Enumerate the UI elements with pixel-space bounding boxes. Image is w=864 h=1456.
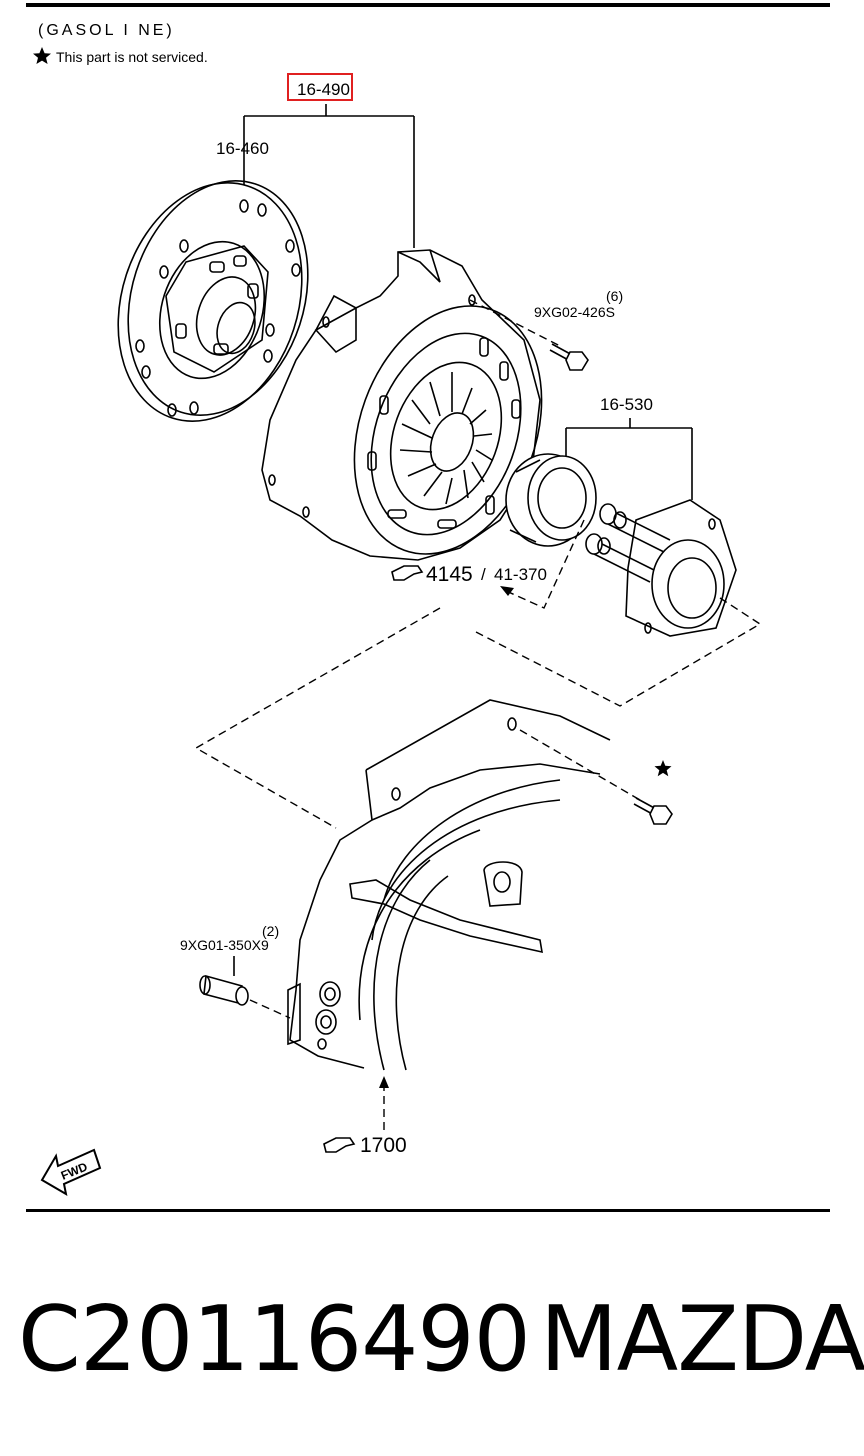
pointing-hand-icon: [391, 565, 424, 581]
pressure-plate: [261, 249, 543, 561]
ref-arrow: [500, 586, 514, 596]
bottom-rule: [26, 1209, 830, 1212]
release-guide: [585, 499, 737, 637]
section-label: (GASOL I NE): [38, 22, 175, 39]
clutch-housing: [287, 699, 611, 1071]
dowel-guide: [249, 999, 291, 1019]
housing-ref-arrow: [379, 1076, 389, 1088]
bolt-guide-line: [469, 299, 561, 347]
leader-16-490: [243, 104, 415, 248]
dowel-pin: [199, 974, 249, 1006]
star-icon: [654, 760, 672, 777]
pressure-plate-bolt: [549, 343, 589, 371]
callout-9XG02-426S[interactable]: 9XG02-426S: [534, 304, 615, 320]
alignment-frame: [194, 597, 762, 829]
callout-9XG01-350X9[interactable]: 9XG01-350X9: [180, 937, 269, 953]
highlight-box[interactable]: [287, 73, 353, 101]
clutch-disc: [117, 180, 309, 422]
top-rule: [26, 3, 830, 7]
housing-bolt: [633, 797, 673, 825]
callout-dowel-qty: (2): [262, 923, 279, 939]
housing-bolt-guide: [519, 729, 641, 801]
ref-1700[interactable]: 1700: [360, 1134, 407, 1157]
star-icon: [33, 47, 51, 64]
leader-16-530: [565, 418, 693, 500]
callout-16-530[interactable]: 16-530: [600, 395, 653, 414]
release-bearing: [505, 453, 597, 547]
ref-41-370[interactable]: 41-370: [494, 565, 547, 584]
callout-16-490[interactable]: 16-490: [297, 80, 350, 99]
brand-name: MAZDA: [540, 1287, 864, 1392]
callout-16-460[interactable]: 16-460: [216, 139, 269, 158]
callout-bolt-qty: (6): [606, 288, 623, 304]
part-code: C20116490: [18, 1287, 531, 1392]
star-note: This part is not serviced.: [56, 49, 208, 65]
pointing-hand-icon: [323, 1137, 356, 1153]
ref-4145[interactable]: 4145: [426, 563, 473, 586]
ref-slash: /: [481, 565, 486, 584]
fwd-arrow-icon: FWD: [40, 1148, 102, 1196]
ref-guide-line: [503, 519, 585, 609]
